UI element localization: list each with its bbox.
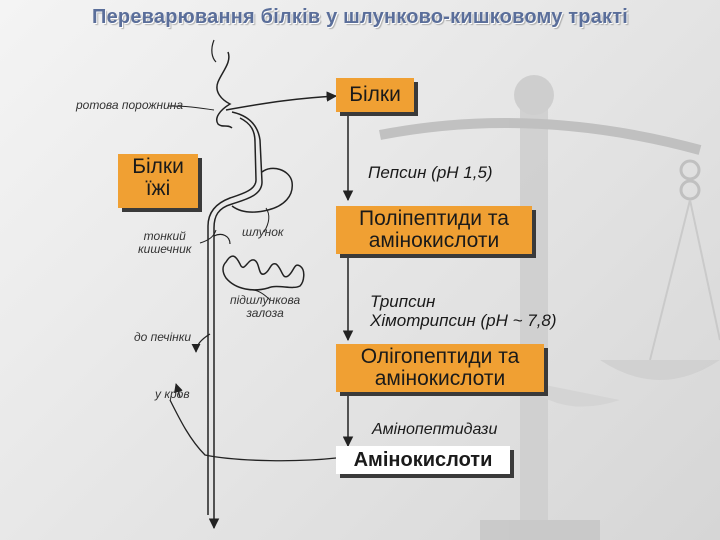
head-outline (216, 51, 233, 129)
enzyme-aminopeptidases: Амінопептидази (372, 421, 498, 438)
intestine-loop (213, 233, 231, 245)
food-proteins-line2: їжі (145, 177, 171, 201)
enzyme-trypsin: Трипсин (370, 292, 436, 311)
polypeptides-box: Поліпептиди та амінокислоти (336, 206, 532, 254)
balance-scale-watermark (379, 75, 720, 540)
pancreas-shape (222, 255, 305, 291)
small-intestine-line1: тонкий (143, 229, 186, 243)
to-liver-arrow (191, 333, 211, 353)
enzyme-chymotrypsin: Хімотрипсин (рН ~ 7,8) (370, 310, 557, 330)
oligopeptides-line2: амінокислоти (374, 367, 506, 391)
mouth-to-proteins-arrow (225, 91, 338, 111)
page-title: Переварювання білків у шлунково-кишковом… (92, 6, 628, 28)
proteins-box: Білки (336, 78, 414, 112)
stomach-shape (231, 167, 293, 213)
to-blood-arrowhead (174, 383, 183, 398)
amino-acids-box: Амінокислоти (336, 446, 510, 474)
polypeptides-line2: амінокислоти (368, 229, 500, 253)
label-pointers (167, 105, 271, 301)
pancreas-line2: залоза (246, 306, 284, 321)
pancreas-line1: підшлункова (230, 293, 301, 307)
enzyme-trypsin-chymotrypsin: Трипсин Хімотрипсин (рН ~ 7,8) (370, 292, 557, 330)
label-small-intestine: тонкий кишечник (138, 229, 192, 257)
label-mouth: ротова порожнина (76, 98, 184, 112)
polypeptides-line1: Поліпептиди та (359, 207, 509, 230)
neck-line (211, 39, 217, 63)
small-intestine-line2: кишечник (138, 242, 192, 257)
label-stomach: шлунок (242, 225, 284, 239)
label-pancreas: підшлункова залоза (230, 293, 301, 321)
food-proteins-box: Білки їжі (118, 154, 198, 208)
enzyme-pepsin: Пепсин (рН 1,5) (368, 163, 493, 182)
food-proteins-line1: Білки (132, 155, 184, 178)
digestive-tract (207, 111, 263, 515)
oligopeptides-line1: Олігопептиди та (360, 345, 520, 368)
label-to-blood: у кров (155, 387, 190, 401)
label-to-liver: до печінки (134, 330, 192, 344)
oligopeptides-box: Олігопептиди та амінокислоти (336, 344, 544, 392)
to-blood-curve (169, 399, 337, 462)
